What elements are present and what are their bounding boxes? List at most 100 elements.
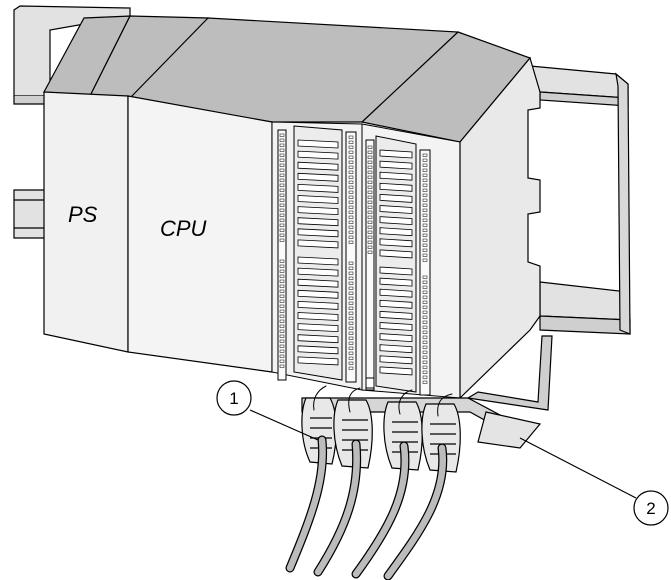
led-indicator <box>422 243 428 247</box>
led-indicator <box>422 253 428 257</box>
ps-label: PS <box>68 202 98 227</box>
shield-clamp-4 <box>421 403 461 473</box>
led-indicator <box>279 153 285 157</box>
terminal-slot <box>379 171 413 181</box>
shield-clamp-1 <box>301 397 337 465</box>
terminal-slot <box>379 366 413 376</box>
shield-clamps <box>301 397 461 473</box>
terminal-slot <box>297 217 339 227</box>
terminal-slot <box>379 160 413 170</box>
module-side-panel <box>459 56 541 400</box>
callout-2-circle <box>633 490 669 526</box>
led-indicator <box>422 153 428 157</box>
callout-1-circle <box>216 380 252 416</box>
cable-2 <box>313 439 362 577</box>
led-indicator <box>279 158 285 162</box>
led-indicator <box>367 210 373 214</box>
led-indicator <box>279 324 285 328</box>
led-indicator <box>348 276 354 280</box>
terminal-slot <box>297 356 339 366</box>
led-indicator <box>279 354 285 358</box>
led-indicator <box>279 228 285 232</box>
terminal-slot <box>297 139 339 149</box>
terminal-slot <box>379 238 413 248</box>
led-indicator <box>279 198 285 202</box>
led-indicator <box>422 208 428 212</box>
led-indicator <box>422 178 428 182</box>
shield-clamp-2 <box>333 399 373 469</box>
led-indicator <box>348 220 354 224</box>
led-indicator <box>348 286 354 290</box>
led-indicator <box>422 305 428 309</box>
led-indicator <box>279 238 285 242</box>
cables <box>285 385 453 580</box>
led-indicator <box>367 240 373 244</box>
led-indicator <box>422 158 428 162</box>
led-indicator <box>348 150 354 154</box>
led-indicator <box>279 289 285 293</box>
led-indicator <box>422 335 428 339</box>
led-indicator <box>348 190 354 194</box>
led-indicator <box>348 346 354 350</box>
led-indicator <box>279 329 285 333</box>
led-indicator <box>422 173 428 177</box>
led-indicator <box>348 356 354 360</box>
terminal-slot <box>379 205 413 214</box>
led-indicator <box>348 306 354 310</box>
callout-1-number: 1 <box>229 389 238 408</box>
led-indicator <box>279 218 285 222</box>
led-indicator <box>348 145 354 149</box>
terminal-slot <box>297 172 339 182</box>
led-indicator <box>279 319 285 323</box>
terminal-slot <box>297 228 339 238</box>
led-indicator <box>348 170 354 174</box>
led-indicator <box>279 188 285 192</box>
led-indicator <box>279 339 285 343</box>
terminal-slot <box>297 278 339 288</box>
led-indicator <box>422 163 428 167</box>
led-indicator <box>279 168 285 172</box>
callout-1: 1 <box>216 380 319 441</box>
led-indicator <box>367 200 373 204</box>
led-indicator <box>422 365 428 369</box>
led-indicator <box>279 309 285 313</box>
led-indicator <box>422 193 428 197</box>
terminal-slot <box>297 206 339 216</box>
terminal-slot <box>379 249 413 259</box>
cable-1 <box>285 435 328 573</box>
led-indicator <box>348 175 354 179</box>
led-indicator <box>367 145 373 149</box>
terminal-slot <box>297 289 339 299</box>
led-indicator <box>348 165 354 169</box>
terminal-slot <box>297 323 339 333</box>
led-indicator <box>367 235 373 239</box>
led-indicator <box>279 193 285 197</box>
led-indicator <box>348 331 354 335</box>
led-indicator <box>348 225 354 229</box>
led-indicator <box>422 330 428 334</box>
led-indicator <box>279 294 285 298</box>
terminal-slot <box>379 299 413 309</box>
terminal-slot <box>297 239 339 249</box>
led-indicator <box>348 180 354 184</box>
led-indicator <box>422 203 428 207</box>
led-indicator <box>279 223 285 227</box>
led-indicator <box>348 160 354 164</box>
led-indicator <box>279 259 285 263</box>
led-indicator <box>348 351 354 355</box>
terminal-slot <box>297 161 339 171</box>
led-indicator <box>348 296 354 300</box>
led-indicator <box>348 336 354 340</box>
module-tops <box>43 15 532 143</box>
led-indicator <box>422 198 428 202</box>
callout-2: 2 <box>519 437 669 526</box>
wires <box>313 385 453 417</box>
led-indicator <box>348 366 354 370</box>
cpu-label: CPU <box>160 216 207 241</box>
led-indicator <box>279 264 285 268</box>
led-indicator <box>422 223 428 227</box>
led-indicator <box>348 321 354 325</box>
led-indicator <box>279 233 285 237</box>
led-indicator <box>279 148 285 152</box>
led-indicator <box>279 173 285 177</box>
